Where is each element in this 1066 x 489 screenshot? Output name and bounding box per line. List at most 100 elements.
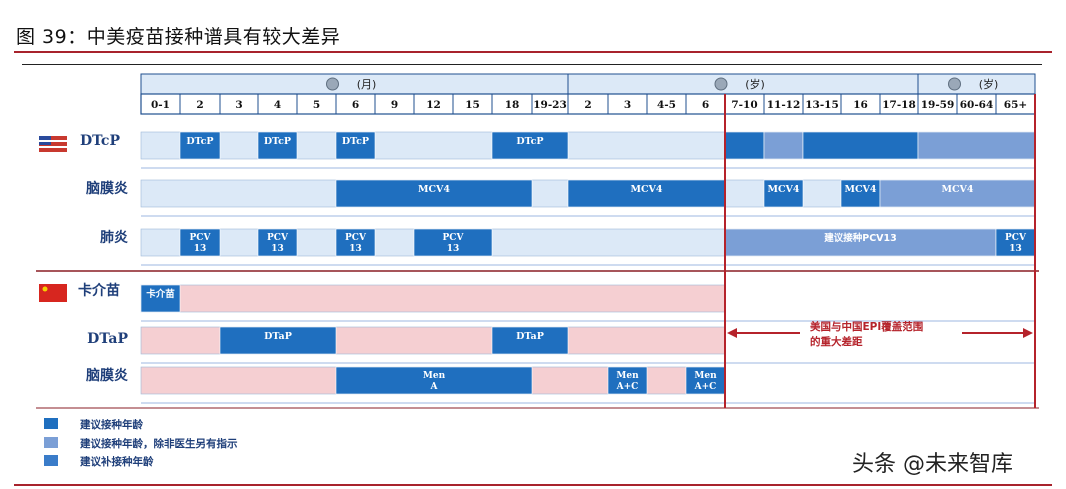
bar-label: 13 bbox=[447, 244, 460, 254]
bar-label: 13 bbox=[194, 244, 207, 254]
age-tick-label: 13-15 bbox=[805, 99, 839, 111]
age-tick-label: 16 bbox=[853, 99, 868, 111]
header-group-band bbox=[140, 73, 1036, 95]
bar-label: PCV bbox=[443, 233, 465, 243]
bar-label: PCV bbox=[267, 233, 289, 243]
bar-label: MCV4 bbox=[844, 184, 876, 195]
schedule-bar bbox=[607, 366, 648, 395]
row-label: 脑膜炎 bbox=[86, 367, 128, 384]
age-tick-label: 12 bbox=[426, 99, 441, 111]
bar-label: 13 bbox=[271, 244, 284, 254]
header-unit-label: (月) bbox=[357, 78, 377, 91]
bar-label: DTcP bbox=[186, 136, 213, 147]
schedule-bar bbox=[179, 228, 221, 257]
child-icon bbox=[714, 77, 728, 91]
gap-annotation: 美国与中国EPI覆盖范围 bbox=[810, 320, 923, 333]
watermark-text: 头条 @未来智库 bbox=[852, 452, 1013, 477]
bar-label: PCV bbox=[190, 233, 212, 243]
schedule-bar bbox=[724, 131, 765, 160]
bar-label: MCV4 bbox=[767, 184, 799, 195]
age-tick-label: 7-10 bbox=[731, 99, 757, 111]
schedule-bar bbox=[335, 179, 533, 208]
schedule-bar bbox=[179, 131, 221, 160]
age-tick-label: 18 bbox=[505, 99, 520, 111]
header-unit-label: (岁) bbox=[979, 77, 999, 91]
age-tick-label: 19-59 bbox=[921, 99, 955, 111]
bar-label: MCV4 bbox=[630, 184, 662, 195]
bar-label: A+C bbox=[694, 382, 717, 392]
bar-label: 13 bbox=[349, 244, 362, 254]
schedule-bar bbox=[491, 131, 569, 160]
bar-label: A bbox=[430, 382, 439, 392]
legend-swatch bbox=[44, 455, 58, 466]
bar-label: DTaP bbox=[516, 331, 544, 342]
gap-arrowhead-right bbox=[1023, 328, 1033, 338]
header-unit-label: (岁) bbox=[745, 77, 765, 91]
age-tick-label: 19-23 bbox=[533, 99, 567, 111]
bar-label: Men bbox=[616, 371, 639, 381]
bar-label: 13 bbox=[1009, 244, 1022, 254]
schedule-bar bbox=[413, 228, 493, 257]
row-label: 肺炎 bbox=[100, 230, 128, 246]
schedule-bar bbox=[491, 326, 569, 355]
chart-top-rule bbox=[22, 64, 1042, 65]
title-underline bbox=[14, 51, 1052, 53]
age-tick-label: 3 bbox=[235, 99, 242, 111]
schedule-bar bbox=[840, 179, 881, 208]
age-tick-label: 6 bbox=[702, 99, 709, 111]
schedule-bar bbox=[724, 228, 997, 257]
age-tick-label: 17-18 bbox=[882, 99, 916, 111]
legend-label: 建议补接种年龄 bbox=[79, 455, 154, 468]
schedule-bar bbox=[335, 366, 533, 395]
bar-label: DTcP bbox=[264, 136, 291, 147]
schedule-bar bbox=[917, 131, 1036, 160]
baby-icon bbox=[326, 77, 339, 91]
us-flag-stripe bbox=[39, 146, 67, 148]
bar-label: DTcP bbox=[516, 136, 543, 147]
age-tick-label: 4-5 bbox=[657, 99, 676, 111]
schedule-bar bbox=[140, 284, 181, 313]
schedule-bar bbox=[257, 131, 298, 160]
legend-swatch bbox=[44, 437, 58, 448]
bar-label: DTaP bbox=[264, 331, 292, 342]
schedule-bar bbox=[802, 131, 919, 160]
bar-label: Men bbox=[694, 371, 717, 381]
row-label: 卡介苗 bbox=[78, 282, 120, 299]
bottom-rule bbox=[14, 484, 1052, 486]
gap-annotation: 的重大差距 bbox=[810, 335, 863, 348]
cn-flag-icon bbox=[39, 284, 67, 302]
bar-label: MCV4 bbox=[418, 184, 450, 195]
age-tick-label: 4 bbox=[274, 99, 281, 111]
legend-swatch bbox=[44, 418, 58, 429]
row-label: 脑膜炎 bbox=[86, 180, 128, 197]
age-tick-label: 6 bbox=[352, 99, 359, 111]
age-tick-label: 11-12 bbox=[767, 99, 801, 111]
age-tick-label: 3 bbox=[624, 99, 631, 111]
age-tick-label: 15 bbox=[465, 99, 480, 111]
figure-title: 图 39：中美疫苗接种谱具有较大差异 bbox=[16, 26, 341, 48]
schedule-bar bbox=[879, 179, 1036, 208]
age-tick-label: 65+ bbox=[1004, 99, 1027, 111]
schedule-bar bbox=[335, 131, 376, 160]
schedule-bar bbox=[257, 228, 298, 257]
schedule-bar bbox=[219, 326, 337, 355]
bar-label: A+C bbox=[616, 382, 639, 392]
bar-label: 建议接种PCV13 bbox=[823, 232, 897, 244]
row-base-band bbox=[140, 284, 726, 313]
us-flag-stripe bbox=[39, 140, 67, 142]
schedule-bar bbox=[763, 131, 804, 160]
bar-label: PCV bbox=[1005, 233, 1027, 243]
age-tick-label: 2 bbox=[584, 99, 591, 111]
age-tick-label: 2 bbox=[196, 99, 203, 111]
gap-arrowhead-left bbox=[727, 328, 737, 338]
schedule-bar bbox=[335, 228, 376, 257]
age-tick-label: 60-64 bbox=[960, 99, 994, 111]
age-tick-label: 9 bbox=[391, 99, 398, 111]
age-tick-label: 0-1 bbox=[151, 99, 170, 111]
legend-label: 建议接种年龄，除非医生另有指示 bbox=[79, 437, 238, 450]
bar-label: PCV bbox=[345, 233, 367, 243]
bar-label: MCV4 bbox=[941, 184, 973, 195]
schedule-bar bbox=[763, 179, 804, 208]
adult-icon bbox=[948, 77, 961, 91]
